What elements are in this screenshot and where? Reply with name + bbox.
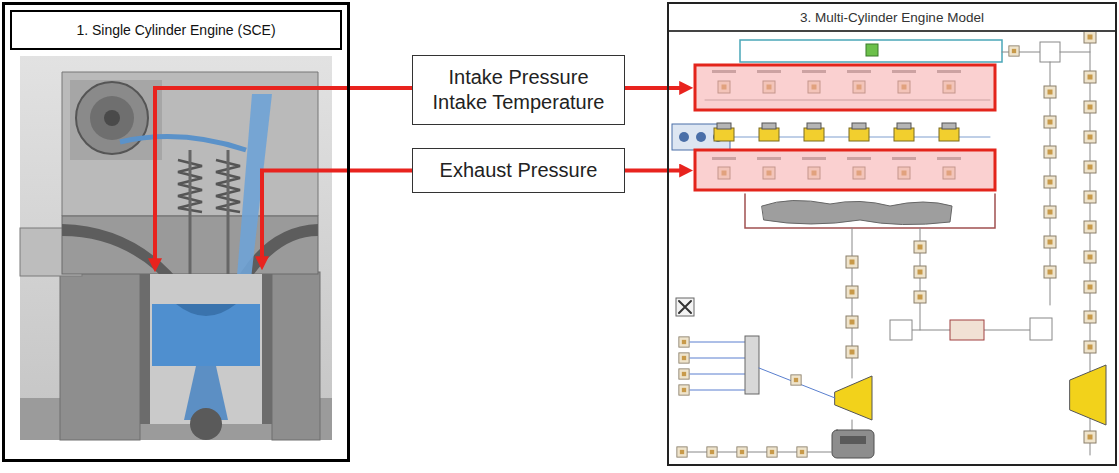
model-block <box>846 346 858 358</box>
engine-cutaway <box>20 56 332 440</box>
model-block <box>1044 206 1056 218</box>
model-block <box>679 353 689 363</box>
cam-gear <box>76 82 148 154</box>
signal-box: Exhaust Pressure <box>412 148 625 193</box>
model-block <box>1044 176 1056 188</box>
piston <box>152 304 260 366</box>
piston-bowl <box>176 304 236 316</box>
cam-hub <box>104 110 120 126</box>
panel-frame: 3. Multi-Cylinder Engine Model <box>667 2 1117 466</box>
model-block <box>1040 42 1060 62</box>
rocker-arm <box>120 137 246 150</box>
model-block <box>866 44 878 56</box>
model-block <box>1044 236 1056 248</box>
model-block <box>914 291 926 303</box>
model-wire <box>680 452 832 453</box>
cylinder-liner <box>140 274 272 424</box>
model-block <box>1084 431 1096 443</box>
highlight-region <box>695 150 995 190</box>
cam-gear <box>90 96 134 140</box>
model-block <box>677 447 687 457</box>
engine-icon <box>840 436 866 444</box>
manifold-bracket <box>745 194 995 228</box>
model-block <box>1084 101 1096 113</box>
panel-title: 3. Multi-Cylinder Engine Model <box>669 4 1115 32</box>
model-block <box>1084 161 1096 173</box>
model-block <box>676 298 694 316</box>
model-block <box>1084 191 1096 203</box>
model-wire <box>1002 52 1040 53</box>
model-block <box>679 337 689 347</box>
model-block <box>1044 266 1056 278</box>
panel-title: 1. Single Cylinder Engine (SCE) <box>10 10 342 50</box>
model-block <box>707 447 717 457</box>
signal-arrow <box>155 88 412 261</box>
model-block <box>797 447 807 457</box>
model-block <box>1009 46 1019 56</box>
turbine-symbol <box>835 376 872 420</box>
engine-block <box>60 272 140 440</box>
signal-arrow <box>625 86 682 90</box>
crank-pin <box>190 408 222 440</box>
model-schematic <box>672 14 1106 458</box>
model-block <box>1084 221 1096 233</box>
model-block <box>679 301 691 313</box>
model-block <box>846 286 858 298</box>
model-block <box>791 375 801 385</box>
cam-cover <box>70 80 162 160</box>
signal-name: Intake Pressure Intake Temperature <box>426 65 611 115</box>
model-block <box>914 266 926 278</box>
model-block <box>1044 116 1056 128</box>
model-block <box>846 256 858 268</box>
panel-frame: 1. Single Cylinder Engine (SCE) <box>2 2 350 462</box>
cylinder-symbol <box>714 123 734 141</box>
render-background <box>20 56 332 440</box>
injector-icon <box>679 132 689 142</box>
egr-cooler <box>950 320 984 340</box>
signal-box: Intake Pressure Intake Temperature <box>412 55 625 125</box>
model-block <box>846 316 858 328</box>
model-pipe <box>740 40 1002 62</box>
model-block <box>1084 311 1096 323</box>
model-block <box>1084 341 1096 353</box>
model-block <box>1044 86 1056 98</box>
model-wire <box>690 342 745 390</box>
cylinder-symbol <box>894 123 914 141</box>
model-block <box>1084 31 1096 43</box>
model-block <box>1084 251 1096 263</box>
cylinder-row <box>714 123 959 141</box>
model-block <box>1044 146 1056 158</box>
model-block <box>914 241 926 253</box>
model-block <box>679 369 689 379</box>
injector-icon <box>696 132 706 142</box>
signal-arrow <box>625 169 682 173</box>
engine-icon <box>832 430 874 458</box>
model-block <box>679 385 689 395</box>
injector-sleeve <box>236 94 272 288</box>
exhaust-manifold <box>762 200 952 224</box>
model-block <box>890 320 912 340</box>
engine-block <box>272 272 320 440</box>
model-wire <box>759 368 835 398</box>
cylinder-symbol <box>759 123 779 141</box>
model-block <box>1030 318 1052 340</box>
signal-name: Exhaust Pressure <box>440 158 598 183</box>
model-block <box>1084 131 1096 143</box>
highlight-region <box>695 65 995 110</box>
signal-arrow <box>262 171 412 260</box>
model-block <box>1084 281 1096 293</box>
model-block <box>1084 71 1096 83</box>
model-block <box>737 447 747 457</box>
model-block <box>767 447 777 457</box>
model-wire <box>852 420 853 430</box>
cylinder-symbol <box>939 123 959 141</box>
cylinder-bore <box>150 274 262 424</box>
cylinder-symbol <box>849 123 869 141</box>
model-mux <box>745 336 759 394</box>
cylinder-symbol <box>804 123 824 141</box>
compressor-symbol <box>1070 365 1106 425</box>
model-wire <box>1060 52 1090 53</box>
